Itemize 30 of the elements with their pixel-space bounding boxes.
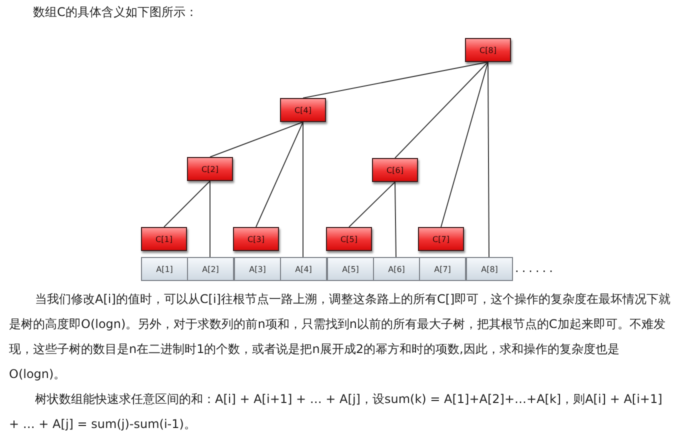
connector-line: [488, 62, 490, 258]
connector-line: [394, 182, 396, 258]
array-cell: A[2]: [187, 257, 234, 281]
ellipsis-dots: ......: [515, 260, 556, 277]
array-cell: A[3]: [234, 257, 281, 281]
tree-node-box: C[1]: [141, 227, 187, 251]
connector-line: [210, 122, 304, 158]
array-cell: A[6]: [373, 257, 420, 281]
tree-node-box: C[2]: [187, 157, 233, 181]
heading: 数组C的具体含义如下图所示：: [33, 4, 198, 21]
connector-line: [440, 62, 488, 228]
array-cell: A[8]: [466, 257, 513, 281]
connector-line: [256, 122, 304, 228]
connector-line: [302, 62, 488, 98]
tree-node-box: C[8]: [465, 38, 511, 62]
paragraph: 当我们修改A[i]的值时，可以从C[i]往根节点一路上溯，调整这条路上的所有C[]即可，这个操作的复杂度在最坏情况下就是树的高度即O(logn)。另外，对于求数列的前n项和，只需找到n以前的所有最大子树，把其根节点的C加起来即可。不难发现，这些子树的数目是n在二进制时1的个数，或者说是把n展开成2的幂方和时的项数,因此，求和操作的复杂度也是O(logn)。: [9, 291, 671, 383]
array-cell: A[1]: [141, 257, 188, 281]
array-cell: A[7]: [419, 257, 466, 281]
paragraph: 树状数组能快速求任意区间的和：A[i] + A[i+1] + … + A[j]，设sum(k) = A[1]+A[2]+…+A[k]，则A[i] + A[i+1] + … + A[j] = sum(j)-sum(i-1)。: [9, 391, 664, 433]
array-cell: A[5]: [327, 257, 374, 281]
tree-node-box: C[3]: [233, 227, 279, 251]
tree-node-box: C[5]: [326, 227, 372, 251]
connector-line: [394, 62, 488, 158]
connector-line: [348, 182, 396, 228]
tree-node-box: C[7]: [418, 227, 464, 251]
connector-line: [302, 122, 304, 258]
tree-node-box: C[6]: [372, 158, 418, 182]
connector-line: [164, 180, 210, 228]
array-cell: A[4]: [280, 257, 327, 281]
tree-node-box: C[4]: [280, 98, 326, 122]
